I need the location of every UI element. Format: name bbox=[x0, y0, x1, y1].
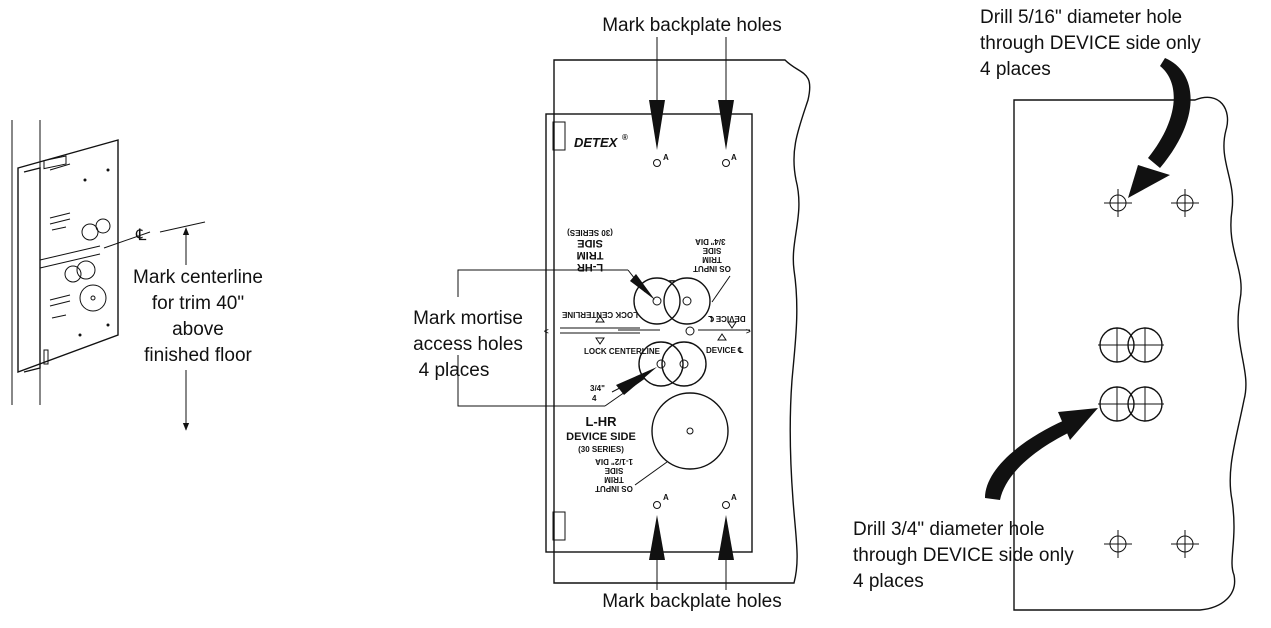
left-view-label: Mark centerline for trim 40" above finis… bbox=[133, 267, 263, 366]
backplate-hole-top-left bbox=[653, 159, 661, 167]
curved-arrows bbox=[985, 58, 1191, 500]
hole-letter-a-1: A bbox=[663, 153, 669, 162]
small-hole-3 bbox=[1104, 530, 1132, 558]
device-centerline-upper: DEVICE ℄ bbox=[708, 314, 746, 323]
trim-side-line-3: SIDE bbox=[577, 237, 603, 249]
centerline-label-line-2: for trim 40" bbox=[152, 293, 244, 314]
middle-view-door-outline bbox=[553, 59, 811, 584]
large-trim-hole bbox=[651, 392, 729, 470]
device-side-line-2: DEVICE SIDE bbox=[566, 431, 636, 443]
drill-3-4-line-2: through DEVICE side only bbox=[853, 545, 1074, 566]
trim-side-line-2: TRIM bbox=[577, 249, 604, 261]
drill-holes-5-16 bbox=[1104, 189, 1199, 558]
hole-letter-a-3: A bbox=[663, 493, 669, 502]
mortise-label-line-3: 4 places bbox=[419, 360, 490, 381]
backplate-template: DETEX ® A A A A L-HR TRIM SIDE (30 SERIE… bbox=[544, 113, 753, 553]
drill-3-4-label: Drill 3/4" diameter hole through DEVICE … bbox=[853, 519, 1074, 592]
device-side-line-3: (30 SERIES) bbox=[578, 445, 624, 454]
centerline-symbol: ℄ bbox=[135, 227, 147, 244]
os-input-top-4: 3/4" bbox=[710, 237, 725, 246]
hole-letter-a-2: A bbox=[731, 153, 737, 162]
backplate-label-top: Mark backplate holes bbox=[602, 15, 782, 36]
drill-holes-3-4 bbox=[1098, 327, 1164, 422]
os-input-top: OS INPUT TRIM SIDE 3/4" DIA bbox=[693, 237, 731, 273]
lock-centerline-lower: LOCK CENTERLINE bbox=[584, 347, 661, 356]
centerline-label-line-4: finished floor bbox=[144, 345, 252, 366]
edge-tick-right: > bbox=[746, 327, 751, 336]
drill-3-4-line-1: Drill 3/4" diameter hole bbox=[853, 519, 1045, 540]
mortise-hole-lower-right bbox=[661, 341, 707, 387]
mortise-label-line-2: access holes bbox=[413, 334, 523, 355]
left-view-template-perspective bbox=[17, 139, 151, 374]
os-input-top-3: SIDE bbox=[702, 246, 721, 255]
three-quarter-line-2: 4 bbox=[592, 394, 597, 403]
device-centerline-lower: DEVICE ℄ bbox=[706, 346, 744, 355]
drill-5-16-line-2: through DEVICE side only bbox=[980, 33, 1201, 54]
template-brand: DETEX bbox=[574, 135, 619, 150]
drill-5-16-line-3: 4 places bbox=[980, 59, 1051, 80]
os-input-bottom: OS INPUT TRIM SIDE 1-1/2" DIA bbox=[595, 457, 633, 493]
small-hole-2 bbox=[1171, 189, 1199, 217]
drill-5-16-label: Drill 5/16" diameter hole through DEVICE… bbox=[980, 7, 1201, 80]
os-input-bottom-2: TRIM bbox=[604, 475, 624, 484]
os-input-top-2: TRIM bbox=[702, 255, 722, 264]
device-side-title: L-HR DEVICE SIDE (30 SERIES) bbox=[566, 414, 636, 454]
small-hole-4 bbox=[1171, 530, 1199, 558]
os-input-bottom-5: DIA bbox=[595, 457, 609, 466]
mortise-leaders bbox=[457, 269, 657, 407]
double-hole-upper bbox=[1098, 327, 1164, 363]
template-registered: ® bbox=[622, 133, 628, 142]
centerline-label-line-1: Mark centerline bbox=[133, 267, 263, 288]
trim-side-line-1: L-HR bbox=[577, 261, 603, 273]
right-view-door-outline bbox=[1013, 96, 1247, 611]
os-input-top-5: DIA bbox=[695, 237, 709, 246]
trim-side-line-4: (30 SERIES) bbox=[567, 228, 613, 237]
small-hole-1 bbox=[1104, 189, 1132, 217]
drill-3-4-line-3: 4 places bbox=[853, 571, 924, 592]
backplate-arrows bbox=[649, 37, 734, 590]
edge-tick-left: < bbox=[544, 327, 549, 336]
centerline-label-line-3: above bbox=[172, 319, 224, 340]
mortise-label: Mark mortise access holes 4 places bbox=[413, 308, 523, 381]
lock-centerline-upper: LOCK CENTERLINE bbox=[561, 310, 638, 319]
backplate-hole-bottom-left bbox=[653, 501, 661, 509]
os-input-bottom-1: OS INPUT bbox=[595, 484, 633, 493]
mortise-hole-upper-right bbox=[663, 277, 711, 325]
device-side-line-1: L-HR bbox=[585, 414, 617, 429]
left-view-centerline-marker: ℄ bbox=[135, 221, 206, 431]
trim-side-title: L-HR TRIM SIDE (30 SERIES) bbox=[567, 228, 613, 273]
mortise-hole-lower-left bbox=[638, 341, 684, 387]
drill-5-16-line-1: Drill 5/16" diameter hole bbox=[980, 7, 1182, 28]
backplate-label-bottom: Mark backplate holes bbox=[602, 591, 782, 612]
mortise-label-line-1: Mark mortise bbox=[413, 308, 523, 329]
os-input-bottom-4: 1-1/2" bbox=[611, 457, 633, 466]
mortise-hole-upper-left bbox=[633, 277, 681, 325]
os-input-top-1: OS INPUT bbox=[693, 264, 731, 273]
hole-letter-a-4: A bbox=[731, 493, 737, 502]
backplate-hole-bottom-right bbox=[722, 501, 730, 509]
double-hole-lower bbox=[1098, 386, 1164, 422]
os-input-bottom-3: SIDE bbox=[604, 466, 623, 475]
three-quarter-line-1: 3/4" bbox=[590, 384, 605, 393]
backplate-hole-top-right bbox=[722, 159, 730, 167]
lock-centerline-band: LOCK CENTERLINE LOCK CENTERLINE DEVICE ℄… bbox=[544, 310, 751, 356]
